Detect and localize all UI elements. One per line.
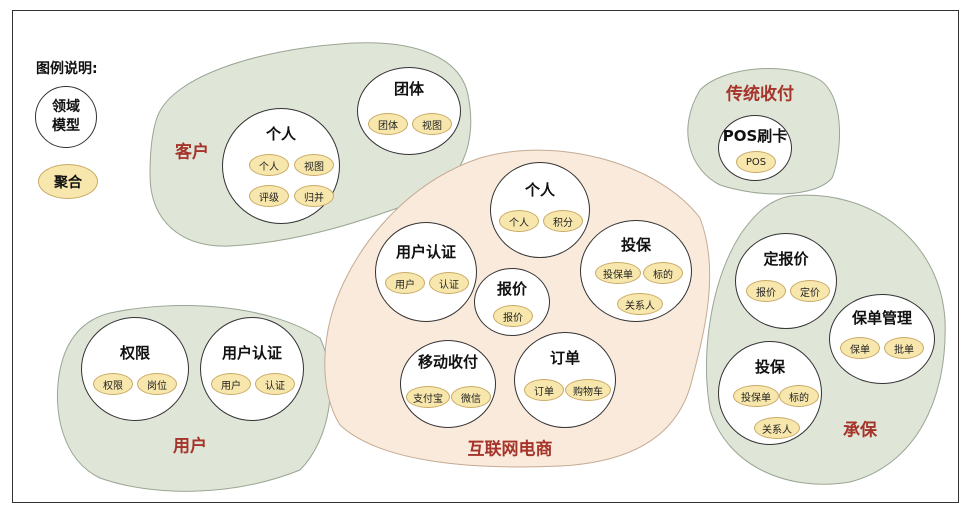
model-title: 报价 bbox=[496, 280, 527, 298]
model-uw-pricing: 定报价 报价 定价 bbox=[735, 233, 837, 329]
model-title: 保单管理 bbox=[851, 309, 912, 327]
model-ec-order: 订单 订单 购物车 bbox=[514, 332, 616, 428]
aggregate-pill: 岗位 bbox=[137, 373, 177, 395]
domain-title-user: 用户 bbox=[173, 436, 207, 457]
model-ec-mobile-pay: 移动收付 支付宝 微信 bbox=[400, 340, 496, 428]
model-title: 投保 bbox=[754, 358, 785, 376]
aggregate-pill: 标的 bbox=[643, 262, 683, 284]
model-customer-person: 个人 个人 视图 评级 归并 bbox=[222, 108, 340, 224]
aggregate-pill: 支付宝 bbox=[406, 386, 450, 408]
model-uw-policy-mgmt: 保单管理 保单 批单 bbox=[829, 294, 935, 384]
aggregate-pill: 用户 bbox=[211, 373, 251, 395]
model-title: 定报价 bbox=[763, 250, 809, 268]
model-title: 用户认证 bbox=[221, 344, 282, 362]
aggregate-pill: 报价 bbox=[493, 305, 533, 327]
aggregate-pill: 保单 bbox=[840, 337, 880, 359]
aggregate-pill: 视图 bbox=[412, 113, 452, 135]
domain-title-customer: 客户 bbox=[175, 142, 209, 163]
aggregate-pill: 认证 bbox=[429, 272, 469, 294]
model-ec-insure: 投保 投保单 标的 关系人 bbox=[580, 220, 692, 322]
model-title: 投保 bbox=[620, 236, 651, 254]
legend-aggregate-label: 聚合 bbox=[54, 174, 82, 191]
aggregate-pill: 归并 bbox=[294, 185, 334, 207]
aggregate-pill: 定价 bbox=[790, 280, 830, 302]
aggregate-pill: 认证 bbox=[255, 373, 295, 395]
aggregate-pill: 投保单 bbox=[595, 262, 641, 284]
aggregate-pill: 积分 bbox=[543, 210, 583, 232]
aggregate-pill: 微信 bbox=[451, 386, 491, 408]
model-ec-quote: 报价 报价 bbox=[474, 268, 550, 336]
aggregate-pill: 投保单 bbox=[733, 385, 779, 407]
aggregate-pill: 权限 bbox=[93, 373, 133, 395]
legend-title: 图例说明: bbox=[36, 61, 98, 77]
model-pos-card: POS刷卡 POS bbox=[718, 115, 792, 181]
domain-title-underwriting: 承保 bbox=[843, 420, 877, 441]
model-title: 团体 bbox=[393, 80, 424, 98]
model-user-auth: 用户认证 用户 认证 bbox=[200, 317, 304, 421]
legend-domain-model-label: 领域 模型 bbox=[52, 99, 80, 134]
aggregate-pill: 标的 bbox=[779, 385, 819, 407]
model-title: 个人 bbox=[524, 181, 555, 199]
model-title: 权限 bbox=[119, 344, 150, 362]
model-ec-user-auth: 用户认证 用户 认证 bbox=[375, 222, 477, 322]
model-user-permission: 权限 权限 岗位 bbox=[81, 317, 189, 421]
model-ec-person: 个人 个人 积分 bbox=[490, 162, 590, 258]
model-title: 个人 bbox=[265, 125, 296, 143]
aggregate-pill: 评级 bbox=[249, 185, 289, 207]
model-title: POS刷卡 bbox=[722, 127, 788, 145]
model-title: 移动收付 bbox=[417, 353, 478, 371]
aggregate-pill: 报价 bbox=[746, 280, 786, 302]
domain-title-ecommerce: 互联网电商 bbox=[467, 439, 553, 460]
model-title: 订单 bbox=[549, 349, 580, 367]
legend-aggregate: 聚合 bbox=[38, 164, 98, 199]
aggregate-pill: 个人 bbox=[499, 210, 539, 232]
aggregate-pill: 购物车 bbox=[565, 379, 611, 401]
legend-domain-model: 领域 模型 bbox=[35, 86, 97, 148]
aggregate-pill: 关系人 bbox=[617, 293, 663, 315]
aggregate-pill: 视图 bbox=[294, 154, 334, 176]
model-uw-insure: 投保 投保单 标的 关系人 bbox=[718, 341, 822, 445]
aggregate-pill: 订单 bbox=[524, 379, 564, 401]
model-title: 用户认证 bbox=[395, 243, 456, 261]
model-customer-group: 团体 团体 视图 bbox=[357, 67, 461, 155]
aggregate-pill: 团体 bbox=[368, 113, 408, 135]
aggregate-pill: 个人 bbox=[249, 154, 289, 176]
aggregate-pill: 批单 bbox=[884, 337, 924, 359]
domain-title-traditional-payment: 传统收付 bbox=[726, 84, 794, 105]
aggregate-pill: 用户 bbox=[385, 272, 425, 294]
aggregate-pill: POS bbox=[736, 151, 776, 173]
aggregate-pill: 关系人 bbox=[754, 417, 800, 439]
